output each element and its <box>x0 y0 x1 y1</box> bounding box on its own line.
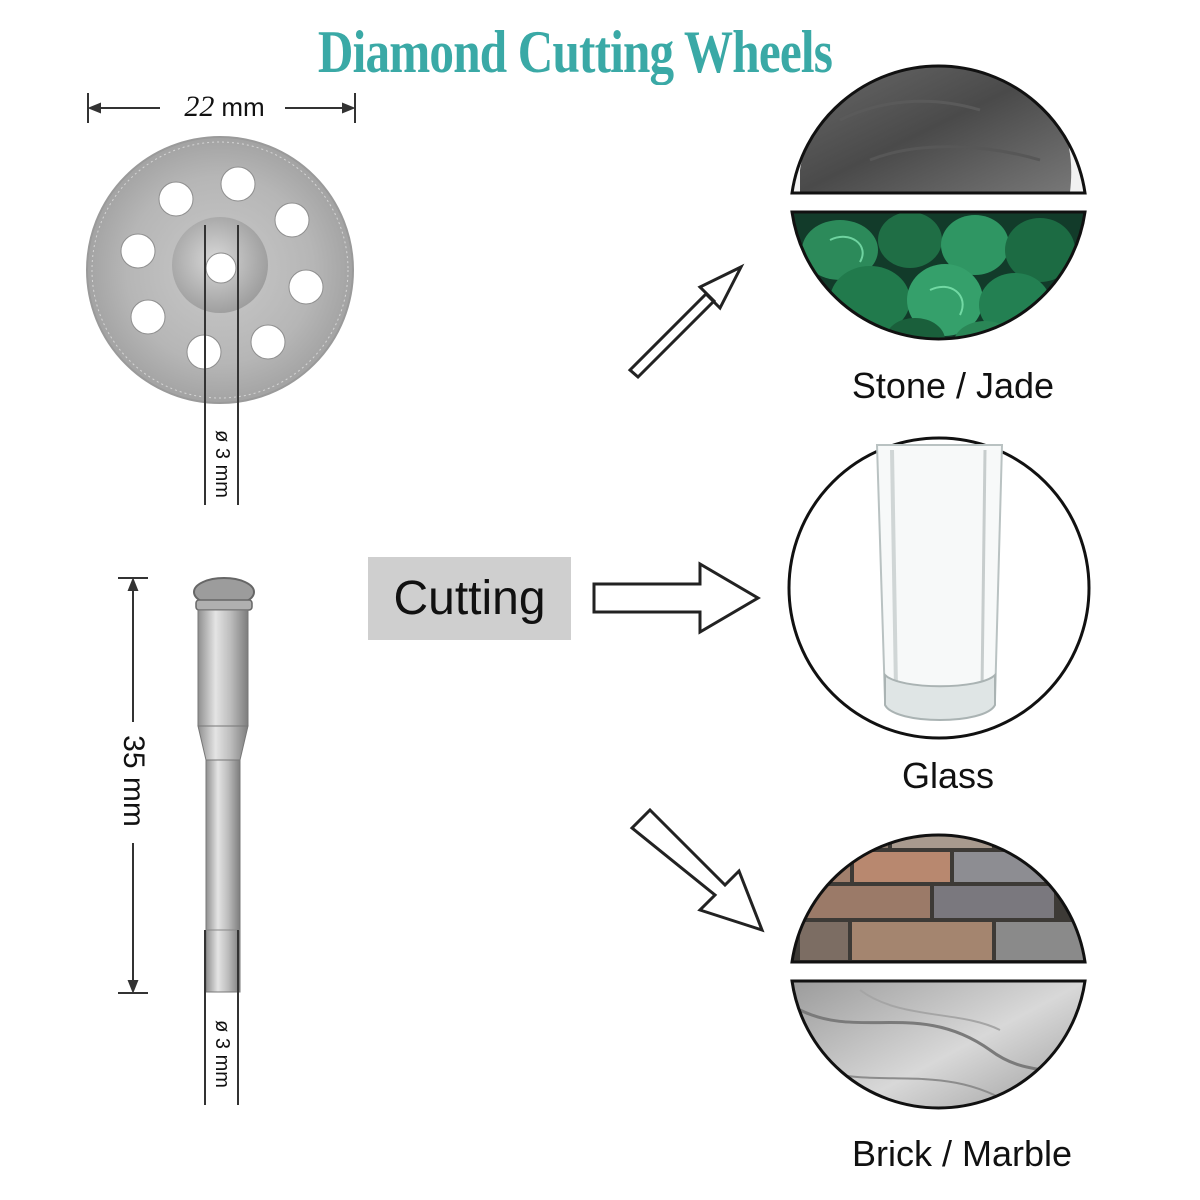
arbor-dimension <box>204 225 239 505</box>
mandrel-length-dimension <box>118 577 148 994</box>
wheel-diameter-label: 22 mm <box>167 90 282 124</box>
arrow-right-icon <box>592 561 761 635</box>
wheel-diameter-unit: mm <box>221 92 265 122</box>
material-label-brick-marble: Brick / Marble <box>851 1133 1073 1174</box>
material-label-glass: Glass <box>901 755 995 796</box>
page-title: Diamond Cutting Wheels <box>317 19 833 85</box>
wheel-diameter-dimension <box>87 93 356 123</box>
cutting-label-box: Cutting <box>368 557 571 640</box>
arrow-down-right-icon <box>629 807 765 933</box>
glass-image <box>787 436 1091 740</box>
stone-jade-image <box>790 64 1087 341</box>
arrow-up-right-icon <box>627 263 745 380</box>
cutting-label: Cutting <box>393 572 546 625</box>
arbor-diameter-label: ø 3 mm <box>211 430 233 498</box>
shank-diameter-label: ø 3 mm <box>211 1020 233 1088</box>
diamond-wheel-image <box>86 136 354 404</box>
material-label-stone-jade: Stone / Jade <box>851 365 1055 406</box>
mandrel-image <box>193 577 255 993</box>
brick-marble-image <box>790 833 1087 1110</box>
mandrel-length-label: 35 mm <box>117 735 150 827</box>
shank-dimension <box>204 930 239 1105</box>
wheel-diameter-value: 22 <box>184 90 215 123</box>
